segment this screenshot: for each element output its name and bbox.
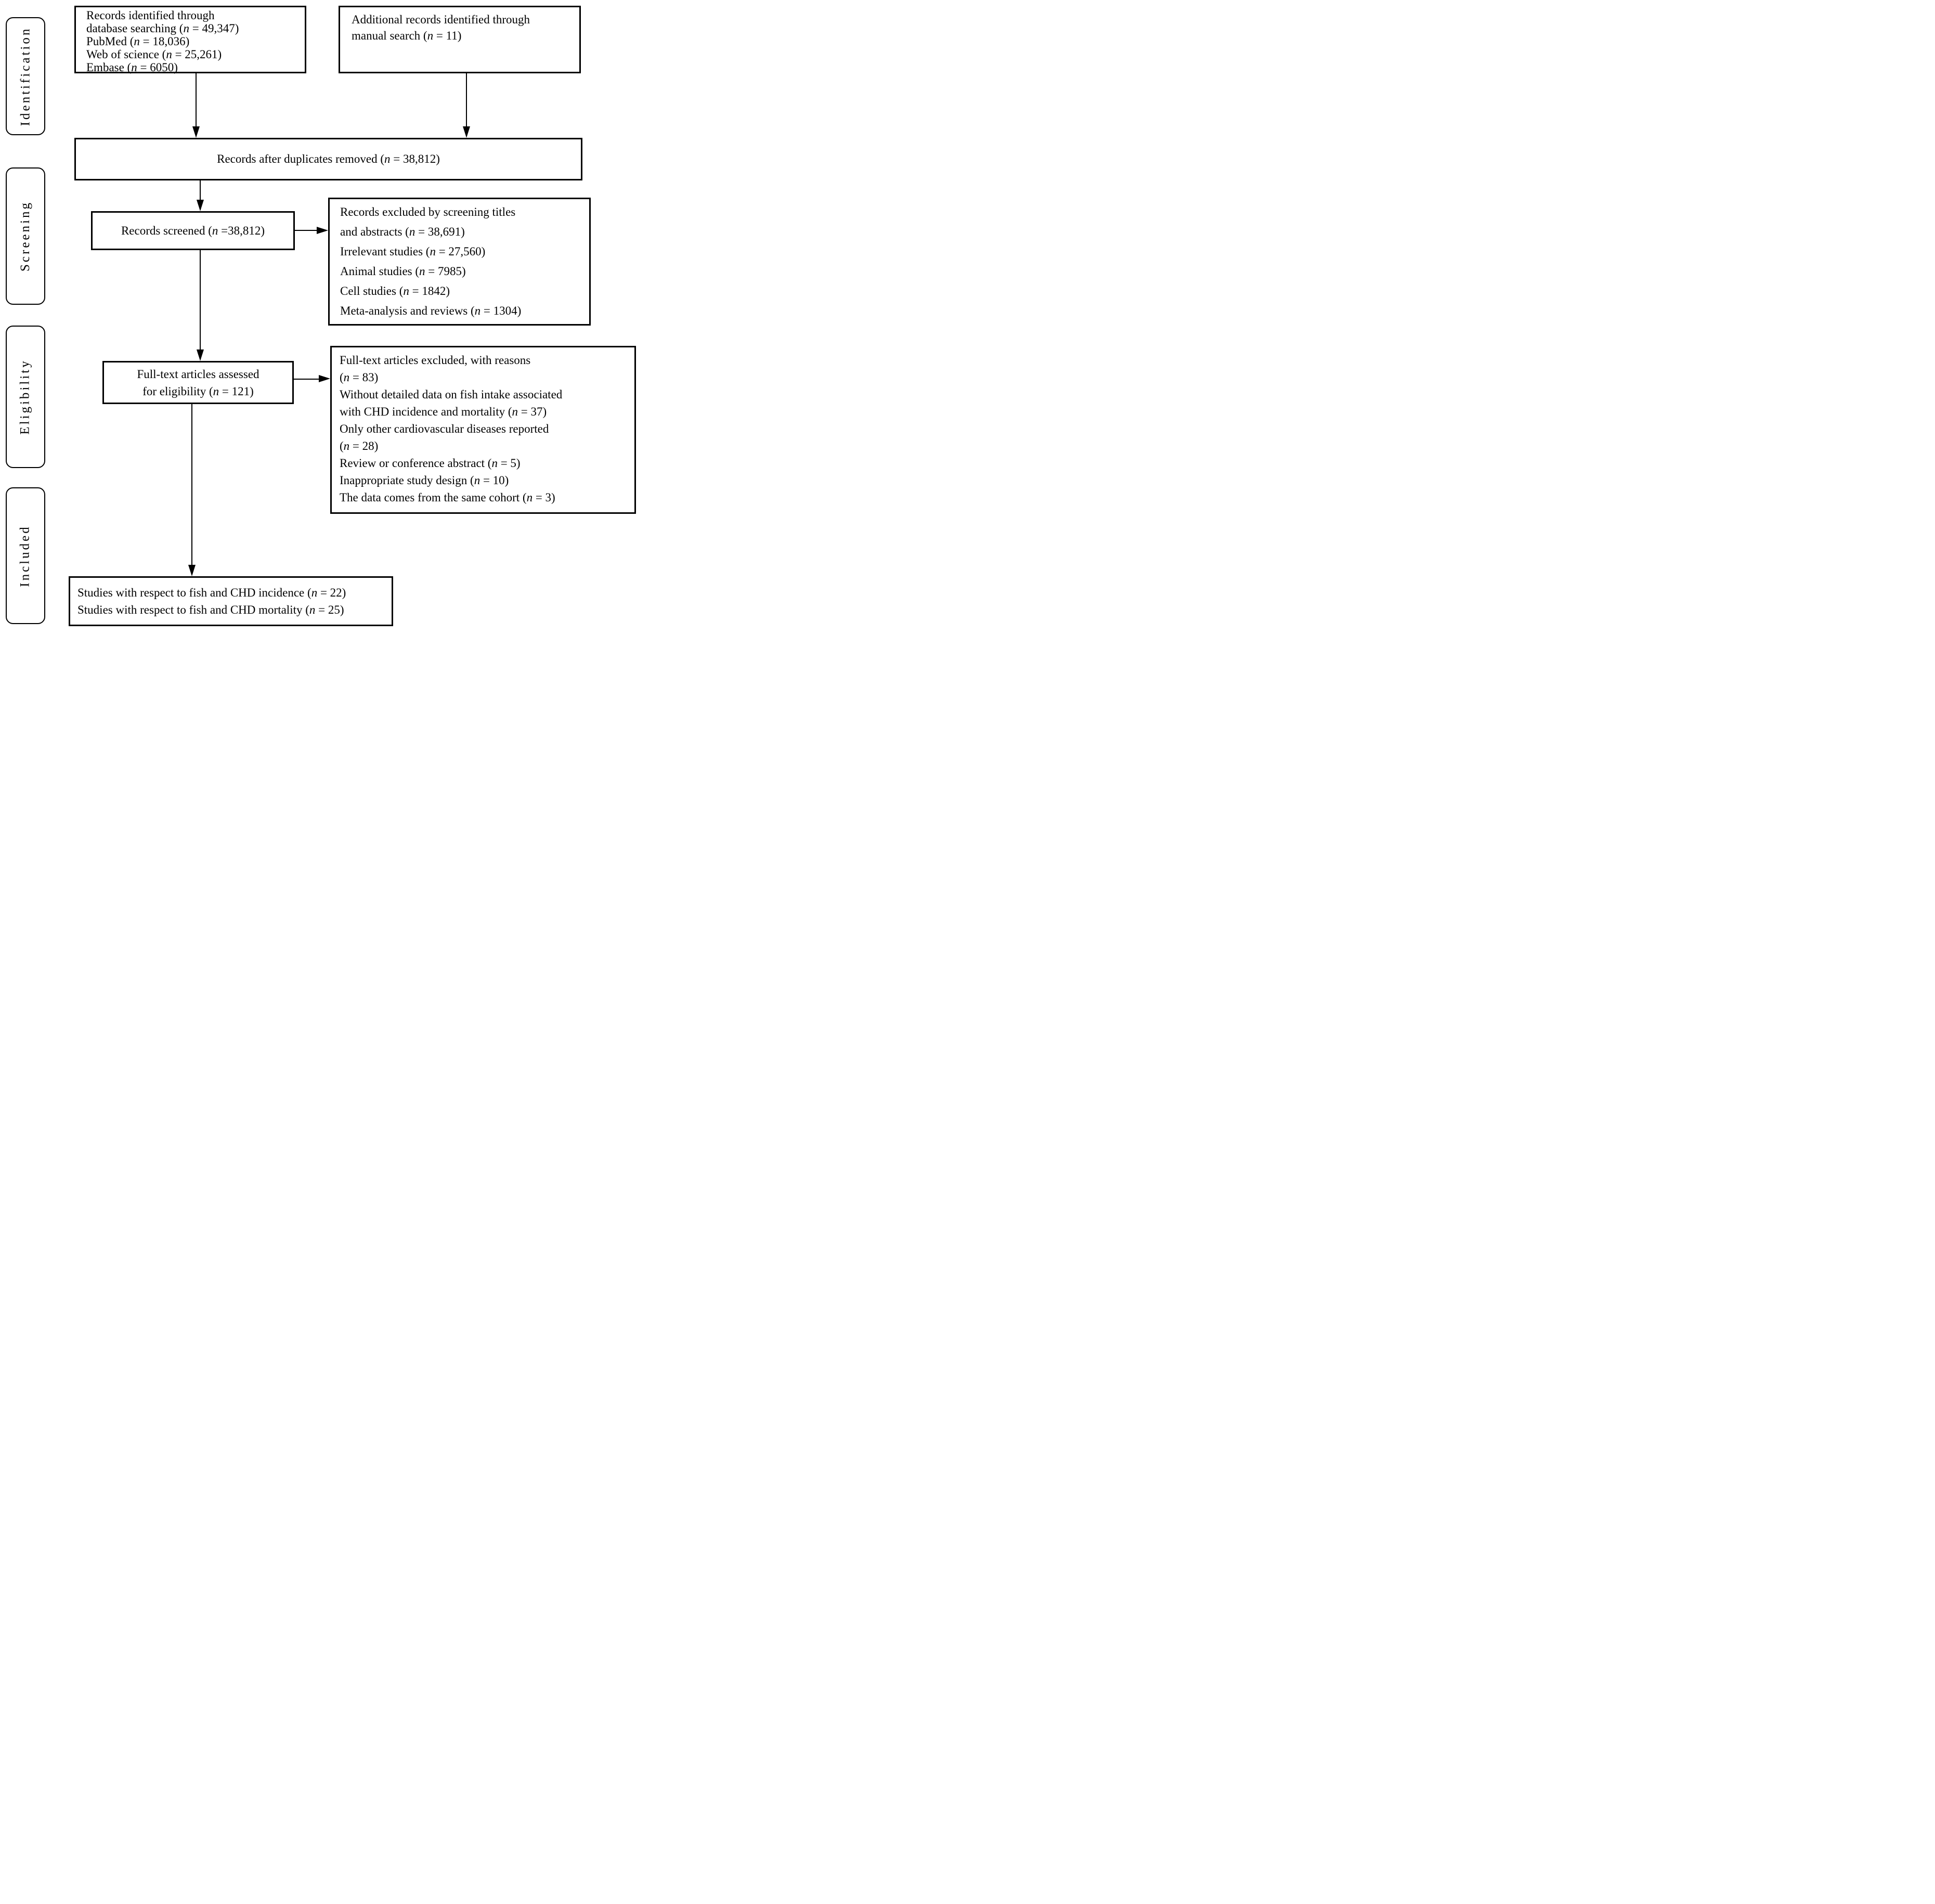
text-line: and abstracts (n = 38,691) — [340, 225, 465, 238]
arrow-additional-to-duplicates-stem — [466, 73, 467, 128]
text-line: database searching (n = 49,347) — [86, 22, 239, 35]
text-line: for eligibility (n = 121) — [142, 385, 254, 398]
stage-label-text: Included — [18, 524, 32, 587]
arrow-screened-to-excluded-stem — [295, 230, 319, 231]
box-after-duplicates-removed: Records after duplicates removed (n = 38… — [74, 138, 582, 180]
text-line: Full-text articles assessed — [137, 368, 259, 381]
text-line: with CHD incidence and mortality (n = 37… — [340, 405, 547, 418]
prisma-flow-diagram: Identification Screening Eligibility Inc… — [0, 0, 645, 634]
text-line: Web of science (n = 25,261) — [86, 48, 222, 61]
stage-label-identification: Identification — [6, 17, 45, 135]
arrow-right-icon — [319, 375, 330, 382]
box-records-excluded-screening: Records excluded by screening titles and … — [328, 198, 591, 326]
text-line: Records screened (n =38,812) — [121, 224, 265, 237]
text-line: Only other cardiovascular diseases repor… — [340, 422, 549, 435]
text-line: Without detailed data on fish intake ass… — [340, 388, 563, 401]
text-line: Studies with respect to fish and CHD mor… — [77, 603, 344, 616]
text-line: Full-text articles excluded, with reason… — [340, 354, 531, 367]
box-fulltext-excluded: Full-text articles excluded, with reason… — [330, 346, 636, 514]
text-line: Records after duplicates removed (n = 38… — [217, 152, 440, 165]
arrow-down-icon — [188, 565, 196, 576]
arrow-down-icon — [197, 349, 204, 361]
text-line: Animal studies (n = 7985) — [340, 265, 466, 278]
arrow-fulltext-to-excluded-stem — [294, 379, 321, 380]
stage-label-included: Included — [6, 487, 45, 624]
box-fulltext-assessed: Full-text articles assessed for eligibili… — [102, 361, 294, 404]
text-line: The data comes from the same cohort (n =… — [340, 491, 555, 504]
arrow-duplicates-to-screened-stem — [200, 180, 201, 202]
box-additional-records: Additional records identified through man… — [339, 6, 581, 73]
box-included-studies: Studies with respect to fish and CHD inc… — [69, 576, 393, 626]
stage-label-eligibility: Eligibility — [6, 326, 45, 468]
text-line: Review or conference abstract (n = 5) — [340, 457, 521, 470]
arrow-down-icon — [463, 126, 470, 138]
arrow-identified-to-duplicates-stem — [196, 73, 197, 128]
text-line: Records excluded by screening titles — [340, 205, 516, 218]
arrow-down-icon — [197, 200, 204, 211]
text-line: Cell studies (n = 1842) — [340, 284, 450, 297]
stage-label-text: Identification — [18, 27, 33, 126]
arrow-screened-to-fulltext-stem — [200, 250, 201, 352]
text-line: manual search (n = 11) — [352, 29, 462, 42]
text-line: (n = 28) — [340, 439, 379, 452]
arrow-down-icon — [192, 126, 200, 138]
stage-label-text: Screening — [18, 201, 32, 271]
text-line: PubMed (n = 18,036) — [86, 35, 190, 48]
text-line: Irrelevant studies (n = 27,560) — [340, 245, 486, 258]
text-line: Meta-analysis and reviews (n = 1304) — [340, 304, 522, 317]
text-line: Records identified through — [86, 9, 215, 22]
box-records-screened: Records screened (n =38,812) — [91, 211, 295, 250]
stage-label-text: Eligibility — [18, 359, 32, 435]
arrow-fulltext-to-included-stem — [191, 404, 192, 567]
arrow-right-icon — [317, 227, 328, 234]
text-line: Studies with respect to fish and CHD inc… — [77, 586, 346, 599]
stage-label-screening: Screening — [6, 167, 45, 305]
text-line: Additional records identified through — [352, 13, 530, 26]
text-line: Embase (n = 6050) — [86, 61, 178, 74]
text-line: (n = 83) — [340, 371, 379, 384]
text-line: Inappropriate study design (n = 10) — [340, 474, 509, 487]
